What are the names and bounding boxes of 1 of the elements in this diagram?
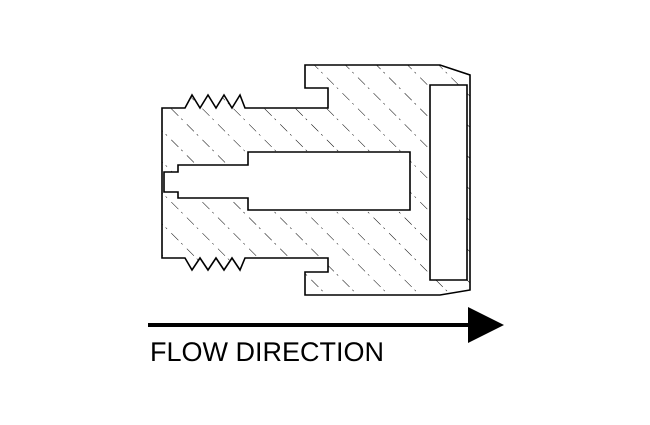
direction-label: FLOW DIRECTION: [150, 336, 385, 368]
